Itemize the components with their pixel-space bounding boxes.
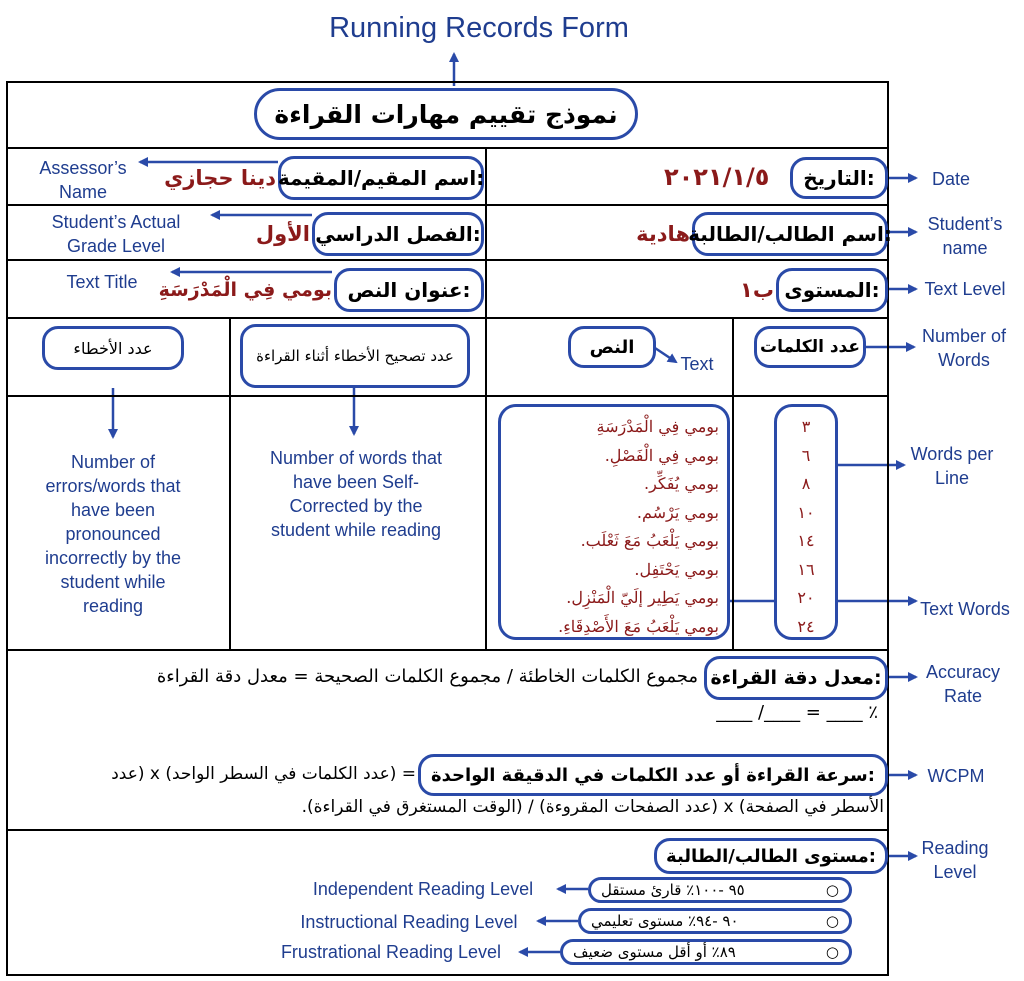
column-errors-label: عدد الأخطاء <box>42 326 184 370</box>
text-line: بومي يَلْعَبُ مَعَ الأَصْدِقَاءِ. <box>558 616 719 636</box>
independent-note: Independent Reading Level <box>312 879 534 899</box>
accuracy-label: معدل دقة القراءة: <box>704 656 888 700</box>
page-title: Running Records Form <box>329 12 629 44</box>
level-value: ب١ <box>740 278 774 302</box>
errors-note: Number of errors/words that have been pr… <box>44 452 182 616</box>
column-text-label: النص <box>568 326 656 368</box>
self-corrections-note: Number of words that have been Self-Corr… <box>269 448 443 540</box>
word-count: ٢٤ <box>797 616 815 636</box>
grade-note: Student’s Actual Grade Level <box>51 212 181 256</box>
word-count: ٨ <box>801 474 811 493</box>
word-count: ١٠ <box>797 502 815 522</box>
wcpm-formula-line1: = (عدد الكلمات في السطر الواحد) x (عدد <box>111 764 416 784</box>
text-title-note: Text Title <box>66 272 138 292</box>
frustrational-note: Frustrational Reading Level <box>280 942 502 962</box>
column-self-corrections-label: عدد تصحيح الأخطاء أثناء القراءة <box>240 324 470 388</box>
grade-label: الفصل الدراسي: <box>312 212 484 256</box>
accuracy-blanks: ٪ ____ = ____/ ____ <box>716 702 878 723</box>
text-words-note: Text Words <box>920 599 1010 619</box>
word-count: ٦ <box>801 445 811 465</box>
assessor-value: دينا حجازي <box>164 166 276 190</box>
word-count: ١٦ <box>797 559 815 579</box>
reading-level-text: ٩٥ -١٠٠٪ قارئ مستقل <box>601 881 745 899</box>
date-label: التاريخ: <box>790 157 888 199</box>
level-note: Text Level <box>924 279 1006 299</box>
word-count: ٣ <box>801 417 811 436</box>
circle-bullet-icon: ○ <box>825 912 839 930</box>
text-title-label: عنوان النص: <box>334 268 484 312</box>
student-label: اسم الطالب/الطالبة: <box>688 212 892 256</box>
reading-level-note: Reading Level <box>921 838 989 882</box>
text-line: بومي يَحْتَفِل. <box>634 559 719 579</box>
accuracy-note: Accuracy Rate <box>925 662 1001 706</box>
accuracy-formula: مجموع الكلمات الخاطئة / مجموع الكلمات ال… <box>156 666 698 687</box>
assessor-note: Assessor’s Name <box>39 158 127 202</box>
instructional-note: Instructional Reading Level <box>300 912 518 932</box>
reading-level-option-independent: ٩٥ -١٠٠٪ قارئ مستقل ○ <box>588 877 852 903</box>
column-word-count-label: عدد الكلمات <box>754 326 866 368</box>
words-per-line-note: Words per Line <box>910 444 994 488</box>
word-count: ١٤ <box>797 531 815 550</box>
form-heading: نموذج تقييم مهارات القراءة <box>254 88 638 140</box>
wcpm-label: سرعة القراءة أو عدد الكلمات في الدقيقة ا… <box>418 754 888 796</box>
text-line: بومي فِي الْمَدْرَسَةِ <box>596 417 719 436</box>
wcpm-formula-line2: الأسطر في الصفحة) x (عدد الصفحات المقروء… <box>301 797 884 817</box>
reading-level-text: ٩٠ -٩٤٪ مستوى تعليمي <box>591 912 739 930</box>
student-note: Student’s name <box>927 214 1003 258</box>
date-value: ٢٠٢١/١/٥ <box>664 163 770 191</box>
wcpm-note: WCPM <box>927 766 985 786</box>
text-title-value: بومي فِي الْمَدْرَسَةِ <box>158 279 332 301</box>
circle-bullet-icon: ○ <box>825 881 839 899</box>
text-line: بومي يَطِير إلَيّ الْمَنْزِل. <box>566 588 719 607</box>
word-count-note: Number of Words <box>921 326 1007 370</box>
reading-level-label: مستوى الطالب/الطالبة: <box>654 838 888 874</box>
student-value: هادية <box>636 222 690 246</box>
reading-level-option-frustrational: ٨٩٪ أو أقل مستوى ضعيف ○ <box>560 939 852 965</box>
text-lines-box: بومي فِي الْمَدْرَسَةِ بومي فِي الْفَصْل… <box>498 404 730 640</box>
reading-level-text: ٨٩٪ أو أقل مستوى ضعيف <box>573 943 736 961</box>
text-line: بومي يَرْسُم. <box>636 502 719 522</box>
reading-level-option-instructional: ٩٠ -٩٤٪ مستوى تعليمي ○ <box>578 908 852 934</box>
circle-bullet-icon: ○ <box>825 943 839 961</box>
text-line: بومي يُفَكِّر. <box>643 474 719 493</box>
text-note: Text <box>680 354 714 374</box>
word-counts-box: ٣ ٦ ٨ ١٠ ١٤ ١٦ ٢٠ ٢٤ <box>774 404 838 640</box>
grade-value: الأول <box>255 222 310 246</box>
date-note: Date <box>931 169 971 189</box>
assessor-label: اسم المقيم/المقيمة: <box>278 156 484 200</box>
word-count: ٢٠ <box>797 588 815 607</box>
text-line: بومي يَلْعَبُ مَعَ ثَعْلَب. <box>580 531 719 550</box>
level-label: المستوى: <box>776 268 888 312</box>
text-line: بومي فِي الْفَصْلِ. <box>604 445 719 465</box>
